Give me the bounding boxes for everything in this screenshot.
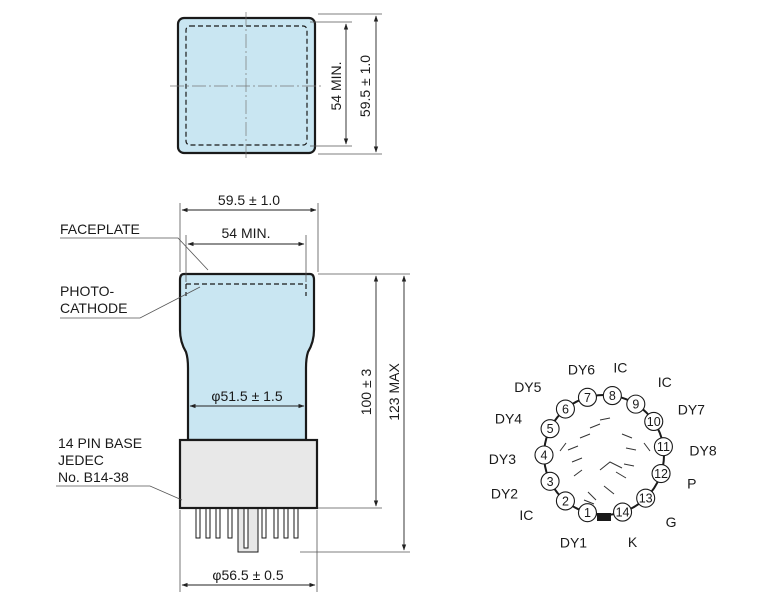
pin-1-label: DY1 bbox=[560, 535, 587, 551]
label-photocathode-1: PHOTO- bbox=[60, 283, 115, 299]
pin-7-number: 7 bbox=[584, 391, 591, 405]
electrode-symbols bbox=[559, 417, 651, 505]
pin-13-label: G bbox=[666, 514, 677, 530]
pin-6-label: DY5 bbox=[514, 379, 541, 395]
pin-10-circle bbox=[644, 411, 664, 431]
pin-2-label: IC bbox=[519, 507, 533, 523]
pin-9-circle bbox=[626, 394, 646, 414]
side-dim-base-diameter: φ56.5 ± 0.5 bbox=[212, 567, 283, 583]
side-dim-height-123: 123 MAX bbox=[386, 363, 402, 421]
pin-8-number: 8 bbox=[609, 389, 616, 403]
pin-1-circle bbox=[577, 503, 598, 523]
pin-14-number: 14 bbox=[616, 506, 630, 520]
pin-11-label: DY8 bbox=[689, 443, 716, 459]
pin-13-number: 13 bbox=[639, 492, 653, 506]
side-dim-59-5: 59.5 ± 1.0 bbox=[218, 192, 280, 208]
label-base-2: JEDEC bbox=[58, 452, 104, 468]
pin-14-circle bbox=[612, 502, 633, 522]
side-dim-body-diameter: φ51.5 ± 1.5 bbox=[211, 388, 282, 404]
side-dim-height-100: 100 ± 3 bbox=[358, 368, 374, 415]
pin-4-label: DY3 bbox=[489, 451, 516, 467]
pin-3-number: 3 bbox=[547, 475, 554, 489]
glass-bulb bbox=[178, 272, 316, 442]
base-key-mark bbox=[597, 513, 611, 521]
pin-12-label: P bbox=[687, 476, 696, 492]
pin-3-circle bbox=[540, 471, 560, 491]
pin-6-number: 6 bbox=[562, 403, 569, 417]
pin-4-circle bbox=[534, 445, 554, 465]
top-dim-54-min: 54 MIN. bbox=[328, 61, 344, 110]
label-base-1: 14 PIN BASE bbox=[58, 435, 142, 451]
pin-7-label: DY6 bbox=[568, 361, 595, 377]
pin-5-label: DY4 bbox=[495, 411, 522, 427]
label-photocathode-2: CATHODE bbox=[60, 300, 127, 316]
label-faceplate: FACEPLATE bbox=[60, 221, 140, 237]
pin-6-circle bbox=[555, 399, 575, 419]
pin-diagram: 1DY12IC3DY24DY35DY46DY57DY68IC9IC10DY711… bbox=[489, 360, 717, 551]
top-faceplate bbox=[176, 16, 317, 155]
top-view: 54 MIN. 59.5 ± 1.0 bbox=[170, 12, 382, 160]
pin-2-circle bbox=[555, 491, 575, 511]
pin-10-number: 10 bbox=[647, 415, 661, 429]
label-base-3: No. B14-38 bbox=[58, 469, 129, 485]
pin-5-number: 5 bbox=[547, 422, 554, 436]
base-pins bbox=[195, 507, 299, 553]
pin-8-circle bbox=[602, 386, 622, 406]
pin-14-label: K bbox=[628, 534, 638, 550]
pin-13-circle bbox=[636, 488, 656, 508]
pin-2-number: 2 bbox=[562, 494, 569, 508]
pin-1-number: 1 bbox=[584, 506, 591, 520]
pin-8-label: IC bbox=[613, 360, 627, 376]
pin-11-circle bbox=[653, 437, 673, 457]
pin-12-circle bbox=[651, 463, 671, 484]
pin-10-label: DY7 bbox=[678, 401, 705, 417]
side-dim-54-min: 54 MIN. bbox=[221, 225, 270, 241]
top-photocathode-outline bbox=[185, 25, 308, 146]
pin-9-number: 9 bbox=[632, 398, 639, 412]
pin-7-circle bbox=[577, 387, 598, 407]
top-dim-59-5: 59.5 ± 1.0 bbox=[357, 55, 373, 117]
pin-9-label: IC bbox=[658, 374, 672, 390]
pin-4-number: 4 bbox=[541, 449, 548, 463]
pin-3-label: DY2 bbox=[491, 485, 518, 501]
pin-12-number: 12 bbox=[654, 467, 668, 481]
tube-base bbox=[178, 438, 319, 510]
side-view: 59.5 ± 1.0 54 MIN. φ51.5 ± 1.5 φ56.5 ± 0… bbox=[56, 192, 410, 592]
pin-11-number: 11 bbox=[657, 440, 670, 454]
pin-5-circle bbox=[540, 419, 560, 439]
